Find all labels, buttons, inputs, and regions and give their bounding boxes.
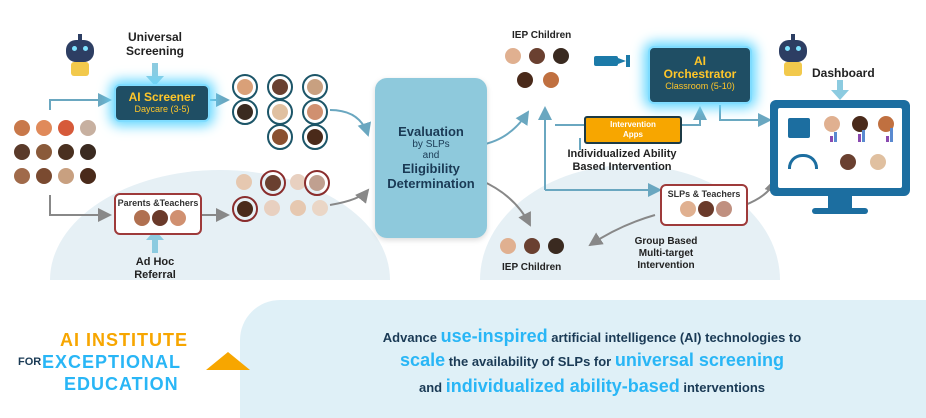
slps-teachers-box: SLPs & Teachers <box>660 184 748 226</box>
ai-screener-subtitle: Daycare (3-5) <box>134 104 190 114</box>
intervention-apps-box: Intervention Apps <box>584 116 682 144</box>
ai-orchestrator-box: AI Orchestrator Classroom (5-10) <box>648 46 752 104</box>
slps-teachers-label: SLPs & Teachers <box>667 189 741 199</box>
referred-children-group <box>232 170 332 240</box>
calendar-icon <box>788 118 810 138</box>
slogan-1-post: artificial intelligence (AI) technologie… <box>547 330 802 345</box>
parents-teachers-label: Parents &Teachers <box>117 198 199 208</box>
universal-screening-label: Universal Screening <box>125 30 185 58</box>
slogan-line-1: Advance use-inspired artificial intellig… <box>262 326 922 347</box>
individualized-intervention-label: Individualized Ability Based Interventio… <box>567 148 677 173</box>
evaluation-and: and <box>422 150 440 161</box>
iep-children-bottom-label: IEP Children <box>502 262 562 273</box>
evaluation-box: Evaluation by SLPs and Eligibility Deter… <box>375 78 487 238</box>
ai-institute-logo: AI INSTITUTE FOR EXCEPTIONAL EDUCATION <box>6 330 250 410</box>
ai-orchestrator-title2: Orchestrator <box>663 67 737 81</box>
ai-orchestrator-subtitle: Classroom (5-10) <box>665 81 735 91</box>
ai-screener-box: AI Screener Daycare (3-5) <box>114 84 210 122</box>
evaluation-by: by SLPs <box>412 139 450 150</box>
iep-children-top-label: IEP Children <box>512 30 572 41</box>
gauge-icon <box>788 154 818 169</box>
screened-children-group <box>232 74 332 150</box>
robot-icon <box>775 34 811 80</box>
slogan-line-2: scale the availability of SLPs for unive… <box>262 350 922 371</box>
parents-teachers-box: Parents &Teachers <box>114 193 202 235</box>
iep-children-bottom-group <box>500 238 576 258</box>
iep-children-top-group <box>505 48 581 94</box>
evaluation-title: Evaluation <box>398 124 464 139</box>
children-group-icon <box>14 120 104 190</box>
camera-icon <box>590 54 632 68</box>
robot-icon <box>62 34 98 80</box>
slogan-3-highlight: individualized ability-based <box>445 376 680 396</box>
slogan-line-3: and individualized ability-based interve… <box>262 376 922 397</box>
group-based-intervention-label: Group Based Multi-target Intervention <box>634 236 698 271</box>
logo-line-1: AI INSTITUTE <box>60 330 188 350</box>
slogan-3-post: interventions <box>679 380 766 395</box>
ad-hoc-referral-label: Ad Hoc Referral <box>134 256 176 281</box>
slogan-1-highlight: use-inspired <box>440 326 548 346</box>
ai-orchestrator-title: AI <box>694 54 706 68</box>
intervention-apps-label: Intervention Apps <box>610 120 656 139</box>
slogan-2-mid: the availability of SLPs for <box>445 354 615 369</box>
footer-banner <box>240 300 926 418</box>
determination-label: Determination <box>387 176 475 191</box>
eligibility-label: Eligibility <box>402 161 460 176</box>
slogan-2-highlight: scale <box>400 350 446 370</box>
logo-line-3: EDUCATION <box>64 374 179 394</box>
slogan-2-highlight-2: universal screening <box>614 350 784 370</box>
ai-screener-title: AI Screener <box>128 90 196 104</box>
dashboard-monitor <box>770 100 910 220</box>
logo-chevron-icon <box>206 352 250 370</box>
logo-line-2: EXCEPTIONAL <box>42 352 182 372</box>
dashboard-label: Dashboard <box>812 66 875 80</box>
logo-for: FOR <box>18 356 42 368</box>
slogan-1-pre: Advance <box>382 330 441 345</box>
slogan-3-pre: and <box>418 380 446 395</box>
